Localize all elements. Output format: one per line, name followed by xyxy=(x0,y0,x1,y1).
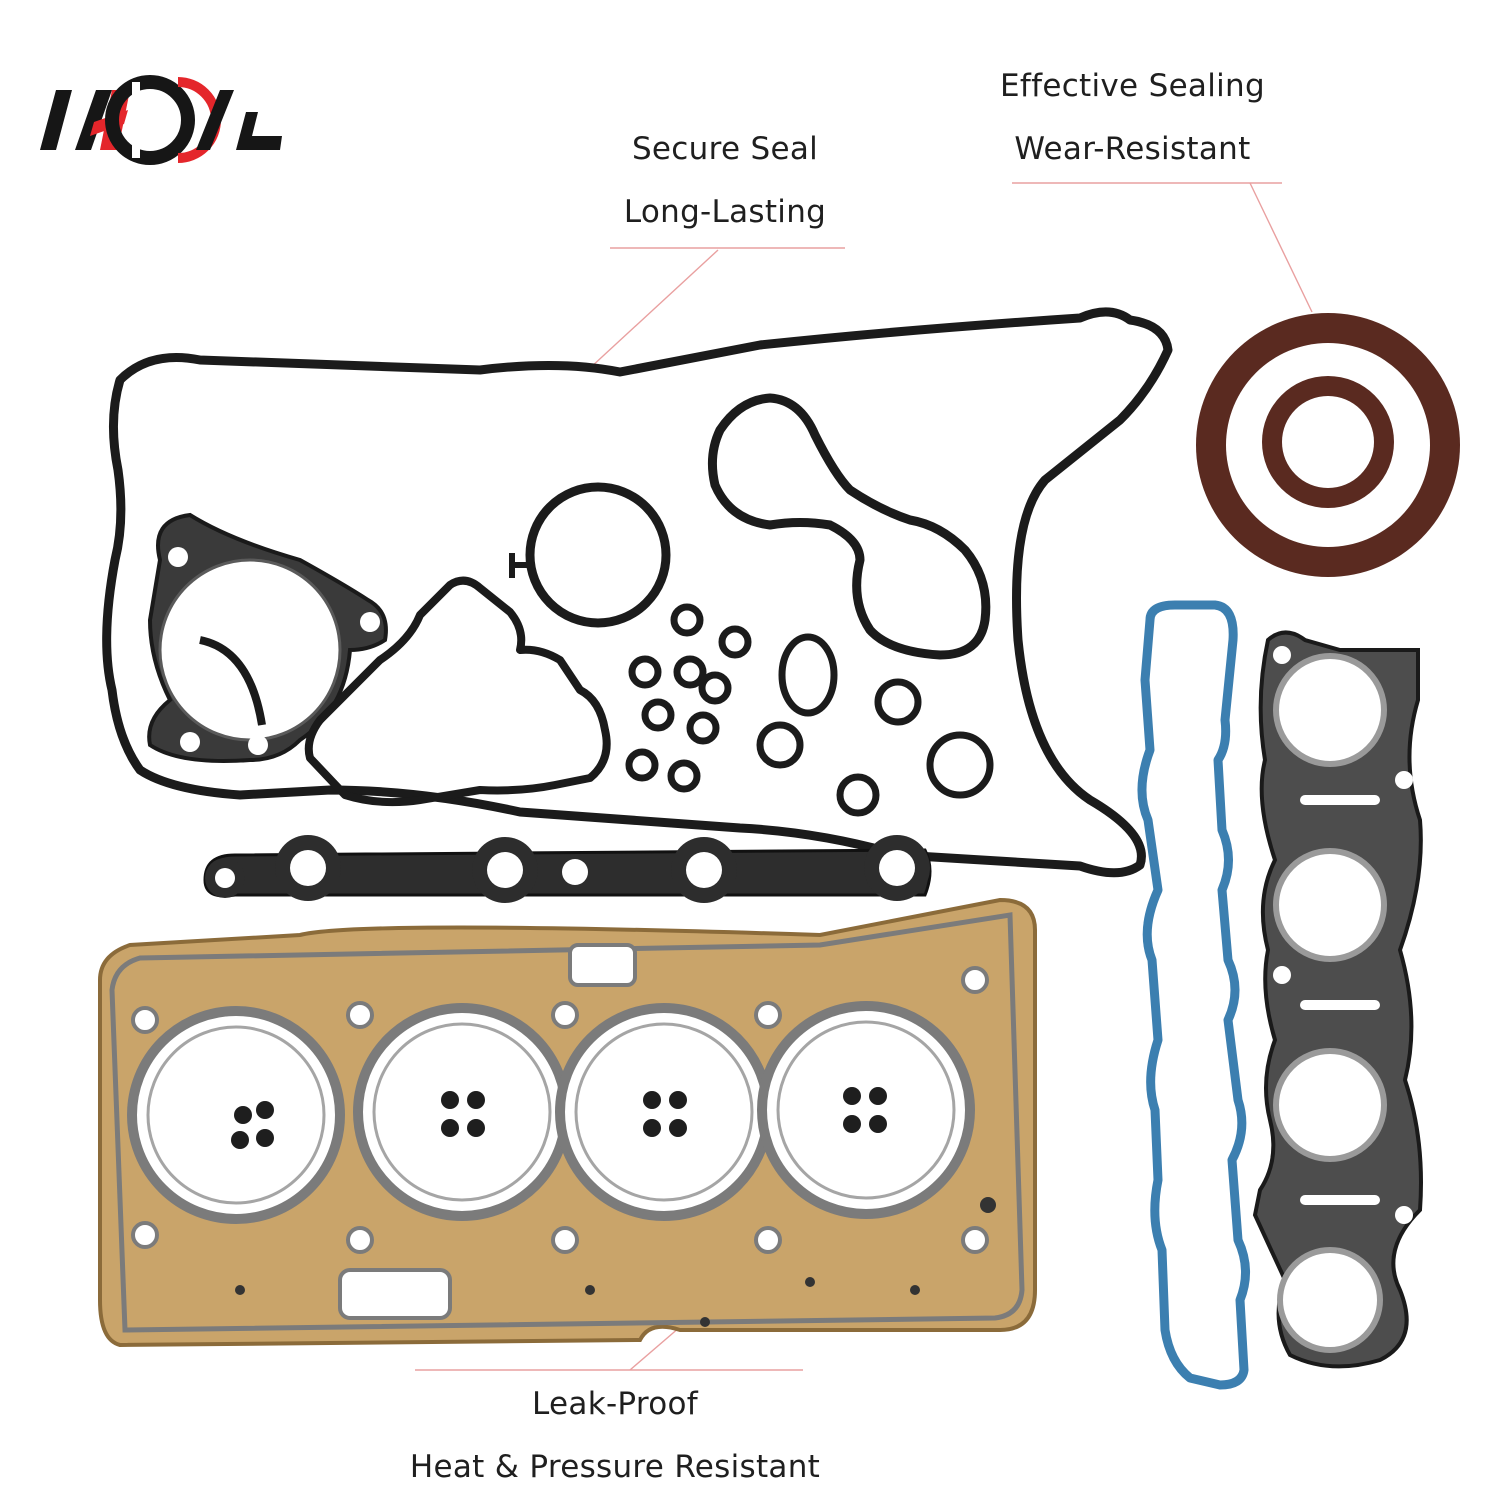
water-pump-gasket xyxy=(147,512,388,763)
valve-stem-seals xyxy=(231,1087,887,1149)
callout-secure-seal: Secure Seal Long-Lasting xyxy=(580,118,870,244)
callout-effective-line1: Effective Sealing xyxy=(1000,68,1265,104)
cylinder-head-gasket xyxy=(98,897,1037,1348)
crankshaft-oil-seal xyxy=(1196,313,1460,577)
callout-leak-proof: Leak-Proof Heat & Pressure Resistant xyxy=(400,1373,830,1499)
callout-effective-sealing: Effective Sealing Wear-Resistant xyxy=(990,55,1275,181)
intake-manifold-gasket xyxy=(1137,600,1250,1390)
exhaust-manifold-gasket xyxy=(1252,630,1423,1369)
large-o-ring xyxy=(509,482,671,628)
o-ring-set xyxy=(625,603,994,817)
callout-leader-lines xyxy=(415,182,1313,1371)
oil-cooler-gasket xyxy=(304,576,611,807)
oil-filter-housing-gasket xyxy=(707,393,991,660)
valve-cover-gasket xyxy=(102,307,1173,878)
callout-leak-line1: Leak-Proof xyxy=(532,1386,698,1422)
callout-effective-line2: Wear-Resistant xyxy=(1014,131,1251,167)
callout-leak-line2: Heat & Pressure Resistant xyxy=(409,1449,821,1485)
callout-secure-line1: Secure Seal xyxy=(631,131,819,167)
spark-plug-tube-gasket xyxy=(203,835,932,903)
brand-logo xyxy=(40,75,282,165)
callout-secure-line2: Long-Lasting xyxy=(623,194,827,230)
